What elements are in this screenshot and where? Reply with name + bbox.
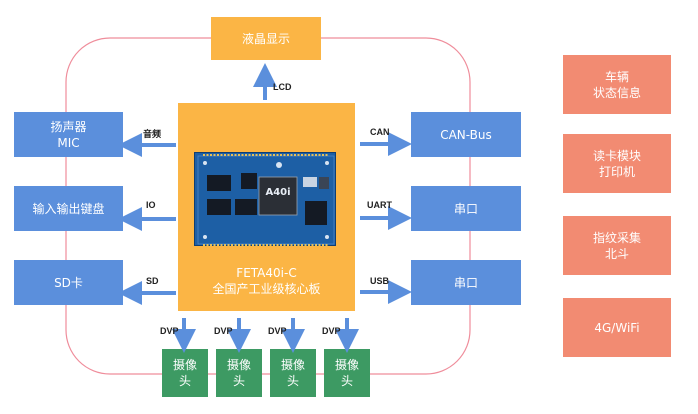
audio-label: 音频	[143, 129, 162, 139]
can-label: CAN	[370, 127, 390, 137]
sd-label: SD	[146, 276, 159, 286]
can-bus-block: CAN-Bus	[411, 112, 521, 157]
camera-block-2: 摄像 头	[216, 349, 262, 397]
dvp-label-1: DVP	[160, 326, 179, 336]
dvp-label-3: DVP	[268, 326, 287, 336]
usb-serial-block: 串口	[411, 260, 521, 305]
lcd-label: LCD	[273, 82, 292, 92]
dvp-label-4: DVP	[322, 326, 341, 336]
core-board-block: A40i FETA40i-C 全国产工业级核心板	[178, 103, 355, 311]
core-board-desc: 全国产工业级核心板	[212, 282, 321, 296]
dvp-label-2: DVP	[214, 326, 233, 336]
vehicle-status-block: 车辆 状态信息	[563, 55, 671, 114]
lcd-display-block: 液晶显示	[211, 17, 321, 60]
chip-label: A40i	[265, 187, 291, 198]
uart-serial-block: 串口	[411, 186, 521, 231]
core-board-name: FETA40i-C	[236, 266, 297, 280]
core-board-image: A40i	[194, 152, 336, 246]
speaker-mic-block: 扬声器 MIC	[14, 112, 123, 157]
io-keyboard-block: 输入输出键盘	[14, 186, 123, 231]
fingerprint-beidou-block: 指纹采集 北斗	[563, 216, 671, 275]
uart-label: UART	[367, 200, 392, 210]
board-components-icon	[197, 154, 335, 246]
camera-block-1: 摄像 头	[162, 349, 208, 397]
sd-card-block: SD卡	[14, 260, 123, 305]
card-reader-printer-block: 读卡模块 打印机	[563, 134, 671, 193]
usb-label: USB	[370, 276, 390, 286]
io-label: IO	[146, 200, 156, 210]
camera-block-3: 摄像 头	[270, 349, 316, 397]
wireless-4g-wifi-block: 4G/WiFi	[563, 298, 671, 357]
camera-block-4: 摄像 头	[324, 349, 370, 397]
